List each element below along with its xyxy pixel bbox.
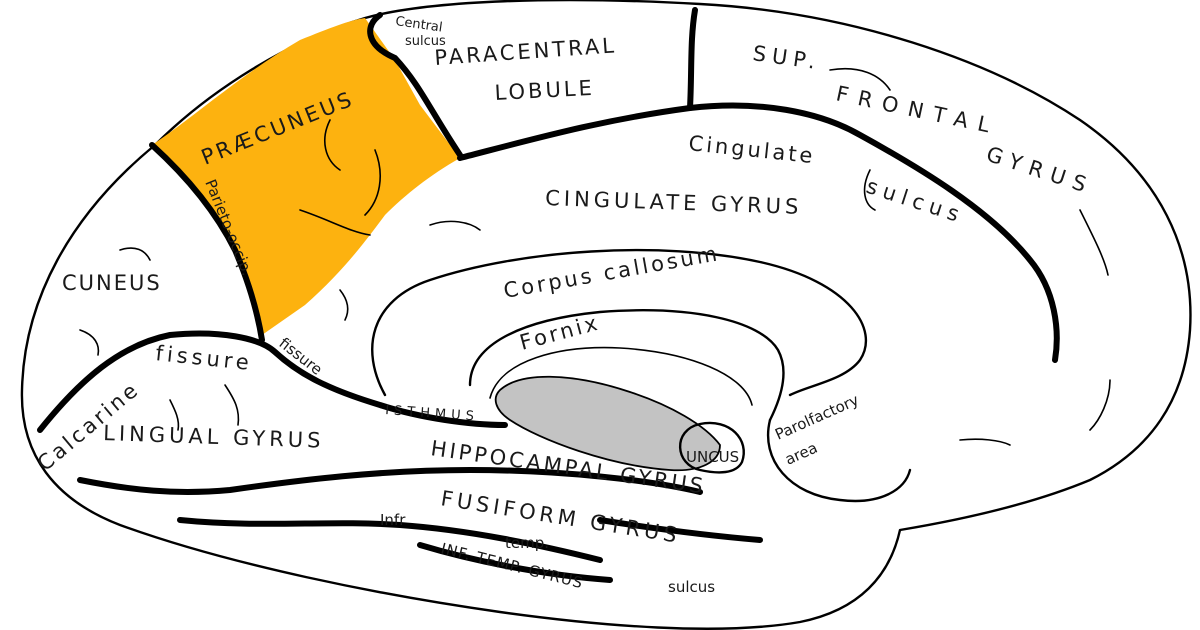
- temp-label: temp.: [505, 534, 549, 552]
- uncus-label: UNCUS: [686, 448, 739, 466]
- uncus-outline: [678, 421, 745, 474]
- hemisphere-outline: [20, 0, 1192, 630]
- minor-sulcus-6: [829, 67, 891, 91]
- isthmus-label: ISTHMUS: [385, 403, 480, 425]
- central-sulcus-line: [367, 12, 463, 158]
- cingulate-gyrus-label: CINGULATE GYRUS: [545, 186, 803, 219]
- parolfactory-label: Parolfactory: [772, 391, 861, 444]
- inner-loop-outline: [489, 346, 753, 406]
- marginal-branch: [687, 7, 698, 111]
- fusiform-gyrus-label: FUSIFORM GYRUS: [439, 486, 682, 548]
- calcarine-fissure-label: fissure: [154, 341, 253, 375]
- fornix-outline: [468, 309, 785, 422]
- cingulate-label: Cingulate: [687, 131, 816, 168]
- gyrus-label: GYRUS: [983, 142, 1096, 199]
- minor-sulcus-1: [324, 119, 341, 171]
- calcarine-fissure-line: [37, 330, 508, 433]
- lingual-gyrus-label: LINGUAL GYRUS: [103, 421, 325, 453]
- cuneus-label: CUNEUS: [62, 271, 162, 295]
- minor-sulcus-9: [1089, 379, 1111, 431]
- cingulate-sulcus-line: [457, 102, 1060, 363]
- lower-temporal-sulcus-line: [417, 542, 613, 583]
- corpus-callosum-outline: [371, 248, 868, 397]
- minor-sulcus-8: [1079, 209, 1109, 276]
- minor-sulcus-10: [959, 438, 1011, 446]
- central-sulcus-label-1: Central: [394, 14, 443, 35]
- area-label: area: [782, 439, 820, 469]
- minor-sulcus-2: [364, 149, 381, 216]
- paracentral-label: PARACENTRAL: [434, 33, 618, 70]
- praecuneus-region: [152, 18, 460, 335]
- frontal-label: FRONTAL: [834, 81, 1002, 139]
- infr-sulcus-label: sulcus: [668, 578, 715, 596]
- parieto-occipital-fissure: [149, 142, 265, 343]
- minor-sulcus-14: [169, 399, 180, 431]
- lobule-label: LOBULE: [494, 76, 595, 105]
- minor-sulcus-4: [429, 220, 481, 231]
- minor-sulcus-7: [863, 169, 876, 211]
- central-sulcus-label-2: sulcus: [405, 34, 446, 49]
- minor-sulcus-11: [119, 247, 151, 261]
- inferior-temporal-sulcus-line: [177, 517, 603, 563]
- infr-label: Infr: [380, 511, 406, 529]
- sulcus-label: sulcus: [863, 174, 967, 228]
- minor-sulcus-3: [299, 209, 371, 236]
- hippocampal-sulcus-line: [597, 517, 763, 543]
- sup-label: SUP.: [751, 41, 822, 74]
- thalamus-region: [494, 375, 721, 472]
- parolfactory-outline: [767, 418, 912, 503]
- minor-sulcus-5: [339, 289, 349, 321]
- minor-sulcus-13: [224, 384, 240, 426]
- minor-sulcus-12: [79, 329, 100, 356]
- collateral-sulcus-line: [77, 467, 703, 495]
